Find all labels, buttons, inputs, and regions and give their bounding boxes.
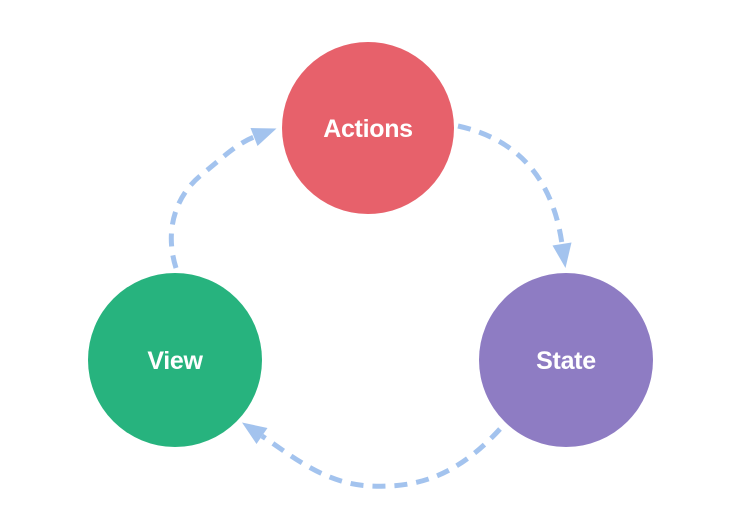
- actions-node: [282, 42, 454, 214]
- view-node: [88, 273, 262, 447]
- actions-node-label: Actions: [323, 115, 413, 143]
- edge-actions-to-state: [457, 123, 565, 245]
- edge-state-to-view: [260, 427, 502, 489]
- edge-view-to-actions: [168, 134, 255, 269]
- state-node-label: State: [536, 347, 596, 375]
- arrowhead-actions-to-state: [552, 242, 572, 268]
- arrowhead-view-to-actions: [250, 128, 277, 146]
- arrowhead-state-to-view: [242, 422, 268, 444]
- state-node: [479, 273, 653, 447]
- view-node-label: View: [147, 347, 203, 375]
